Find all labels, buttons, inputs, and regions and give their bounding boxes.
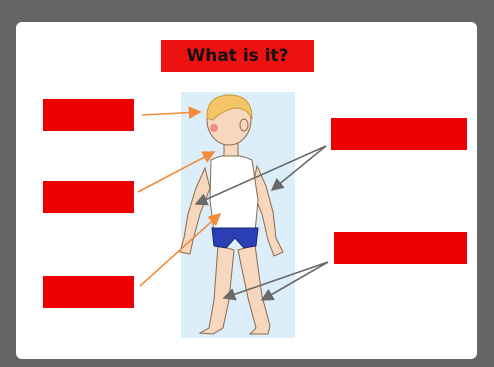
briefs xyxy=(212,228,258,248)
boy-figure-icon xyxy=(180,95,283,334)
arrow-to-head xyxy=(142,112,200,115)
right-leg xyxy=(238,245,270,334)
arrow-to-right-arm xyxy=(272,146,326,190)
ear xyxy=(240,119,248,131)
arrow-to-belly xyxy=(140,214,220,286)
left-arm xyxy=(180,168,210,254)
cheek xyxy=(210,124,218,132)
vest xyxy=(210,155,258,232)
left-leg xyxy=(200,245,234,334)
